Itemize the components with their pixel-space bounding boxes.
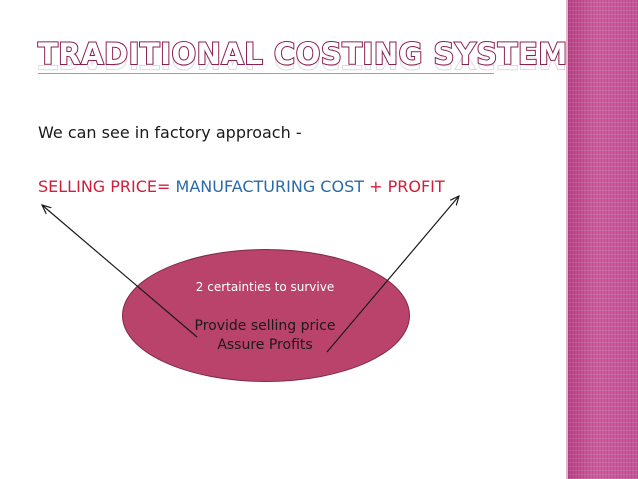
- ellipse-heading: 2 certainties to survive: [195, 280, 335, 294]
- title-underline: [38, 73, 494, 74]
- slide-title: TRADITIONAL COSTING SYSTEM: [37, 37, 568, 71]
- formula-profit: PROFIT: [387, 177, 445, 196]
- arrow-to-profit: [326, 196, 459, 353]
- arrow-to-selling-price: [42, 205, 198, 338]
- ellipse-line-provide: Provide selling price: [194, 318, 336, 334]
- formula-line: SELLING PRICE= MANUFACTURING COST + PROF…: [38, 177, 445, 196]
- formula-plus: +: [369, 177, 383, 196]
- certainties-ellipse: [122, 249, 410, 382]
- side-strip-edge: [566, 0, 568, 479]
- intro-text: We can see in factory approach -: [38, 123, 302, 142]
- formula-manufacturing-cost: MANUFACTURING COST: [175, 177, 364, 196]
- decorative-side-strip: [568, 0, 638, 479]
- formula-selling-price: SELLING PRICE=: [38, 177, 171, 196]
- ellipse-line-assure: Assure Profits: [217, 337, 313, 353]
